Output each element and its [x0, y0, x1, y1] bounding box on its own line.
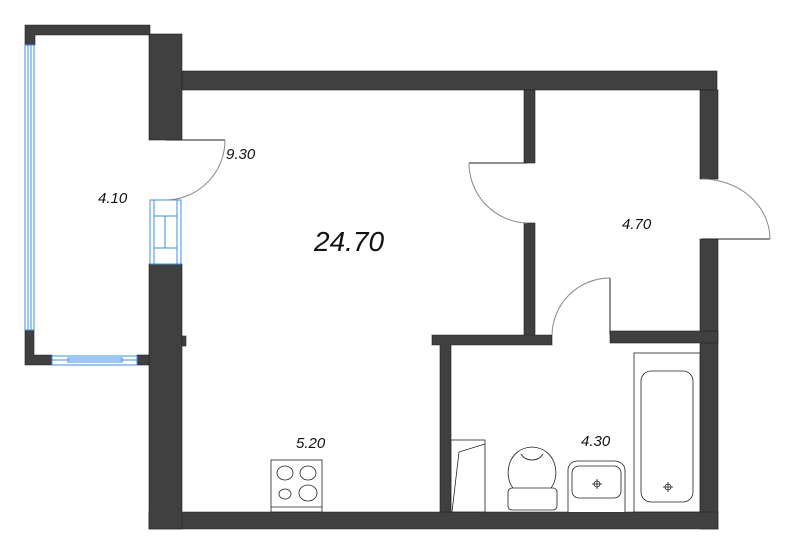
windows [24, 44, 182, 366]
toilet-icon [507, 446, 558, 511]
sink-icon [567, 460, 626, 512]
room-area-living: 24.70 [314, 226, 385, 257]
stove-icon [270, 459, 323, 513]
room-area-balcony: 4.10 [98, 190, 128, 207]
room-area-entry: 9.30 [226, 146, 256, 163]
room-area-bathroom: 4.30 [581, 433, 611, 450]
fixtures [270, 352, 701, 513]
room-area-kitchen: 5.20 [296, 435, 326, 452]
bathtub-icon [633, 352, 701, 513]
room-area-hallway: 4.70 [622, 216, 652, 233]
cabinet-icon [450, 439, 486, 513]
walls [24, 24, 719, 530]
doors [165, 139, 771, 336]
